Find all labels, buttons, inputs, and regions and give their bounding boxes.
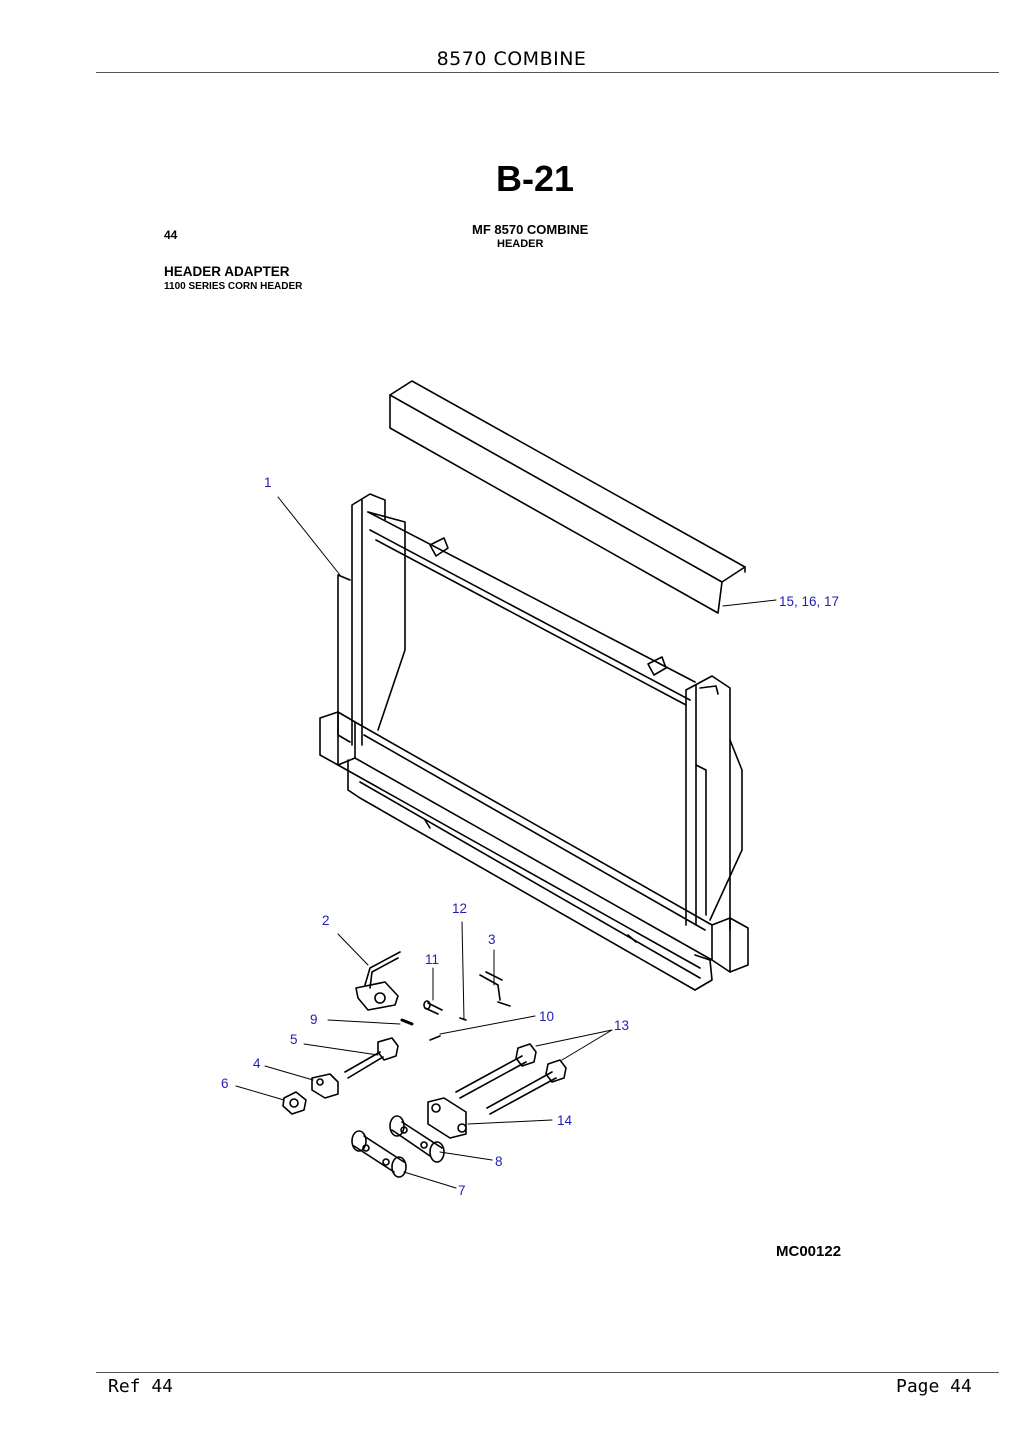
callout-7: 7 [458, 1183, 466, 1198]
spring-pin-part [479, 971, 511, 1007]
section-code: B-21 [495, 158, 575, 199]
top-cover-part [389, 380, 746, 614]
group-name: HEADER [497, 238, 544, 250]
bolt-part [344, 1037, 399, 1079]
roller-part-2 [351, 1130, 407, 1178]
leader-lines [235, 496, 777, 1189]
latch-handle-part [355, 951, 401, 1011]
assembly-subtitle: 1100 SERIES CORN HEADER [164, 281, 303, 292]
bracket-part [311, 1073, 339, 1099]
model-name: MF 8570 COMBINE [472, 222, 589, 237]
callout-4: 4 [253, 1056, 261, 1071]
footer-rule [96, 1372, 999, 1373]
adapter-frame-part [319, 493, 749, 991]
callout-6: 6 [221, 1076, 229, 1091]
assembly-title: HEADER ADAPTER [164, 264, 290, 279]
callout-10: 10 [539, 1009, 554, 1024]
callout-15-16-17: 15, 16, 17 [779, 594, 839, 609]
page-header-title: 8570 COMBINE [436, 48, 587, 70]
callout-11: 11 [425, 952, 439, 967]
callout-1: 1 [264, 475, 272, 490]
pin-part [423, 1000, 443, 1015]
ref-number: 44 [164, 228, 178, 242]
drawing-code: MC00122 [776, 1243, 842, 1260]
nut-part [282, 1091, 307, 1115]
plate-part [427, 1097, 467, 1139]
callout-9: 9 [310, 1012, 318, 1027]
footer-page: Page 44 [896, 1376, 972, 1397]
callout-3: 3 [488, 932, 496, 947]
footer-ref: Ref 44 [108, 1376, 174, 1397]
callout-13: 13 [614, 1018, 629, 1033]
roller-part [389, 1115, 445, 1163]
callout-12: 12 [452, 901, 467, 916]
long-bolt-part [455, 1043, 567, 1115]
callout-14: 14 [557, 1113, 573, 1128]
callout-2: 2 [322, 913, 330, 928]
small-pin-part [400, 1017, 467, 1041]
callout-8: 8 [495, 1154, 503, 1169]
header-rule [96, 72, 999, 73]
callout-5: 5 [290, 1032, 298, 1047]
